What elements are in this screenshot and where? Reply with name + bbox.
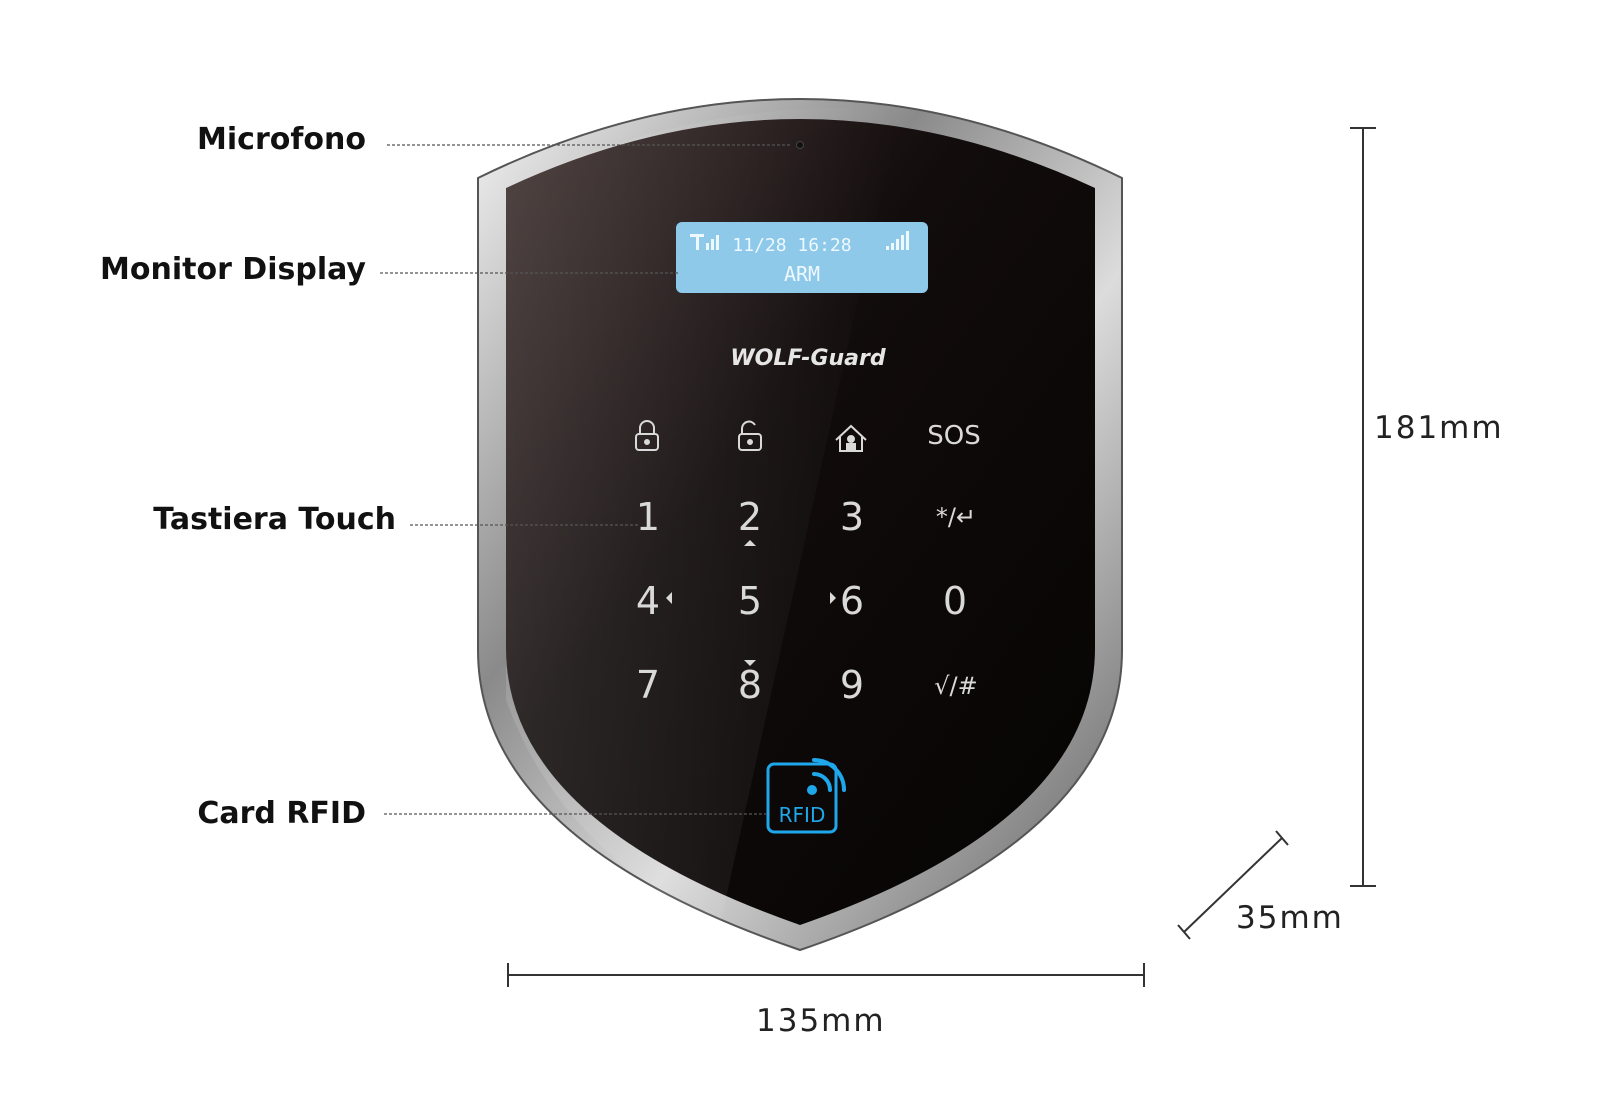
width-label: 135mm <box>756 1003 886 1039</box>
lcd-datetime: 11/28 16:28 <box>732 235 851 256</box>
arrow-down-icon <box>744 660 756 666</box>
lcd-screen <box>676 222 928 293</box>
signal-bars-icon <box>886 231 909 250</box>
callout-keypad: Tastiera Touch <box>153 502 396 537</box>
lock-icon[interactable] <box>635 420 659 451</box>
rfid-reader[interactable]: RFID <box>766 758 846 834</box>
key-7[interactable]: 7 <box>636 663 660 707</box>
rfid-label: RFID <box>779 803 826 827</box>
key-star-enter[interactable]: */↵ <box>936 503 976 531</box>
depth-dimension <box>1177 830 1289 940</box>
width-dimension <box>507 963 1145 987</box>
depth-label: 35mm <box>1236 900 1344 936</box>
antenna-icon <box>690 234 719 250</box>
arrow-right-icon <box>830 592 836 604</box>
lcd-status: ARM <box>784 262 820 286</box>
microphone-hole <box>796 141 804 149</box>
home-person-icon[interactable] <box>835 424 867 452</box>
key-6[interactable]: 6 <box>840 579 864 623</box>
callout-rfid: Card RFID <box>197 796 366 831</box>
callout-microphone: Microfono <box>197 122 366 157</box>
wireless-icon <box>807 758 846 795</box>
key-check-hash[interactable]: √/# <box>934 672 978 700</box>
key-1[interactable]: 1 <box>636 495 660 539</box>
key-8[interactable]: 8 <box>738 663 762 707</box>
callout-display: Monitor Display <box>100 252 366 287</box>
height-label: 181mm <box>1374 410 1504 446</box>
key-3[interactable]: 3 <box>840 495 864 539</box>
brand-logo: WOLF-Guard <box>730 346 885 371</box>
key-5[interactable]: 5 <box>738 579 762 623</box>
key-0[interactable]: 0 <box>943 579 967 623</box>
key-4[interactable]: 4 <box>636 579 660 623</box>
height-dimension <box>1350 127 1376 887</box>
arrow-up-icon <box>744 540 756 546</box>
sos-key[interactable]: SOS <box>927 421 980 451</box>
unlock-icon[interactable] <box>738 420 762 451</box>
arrow-left-icon <box>666 592 672 604</box>
key-2[interactable]: 2 <box>738 495 762 539</box>
callout-leaders <box>380 144 790 815</box>
key-9[interactable]: 9 <box>840 663 864 707</box>
panel-glare <box>506 107 900 925</box>
